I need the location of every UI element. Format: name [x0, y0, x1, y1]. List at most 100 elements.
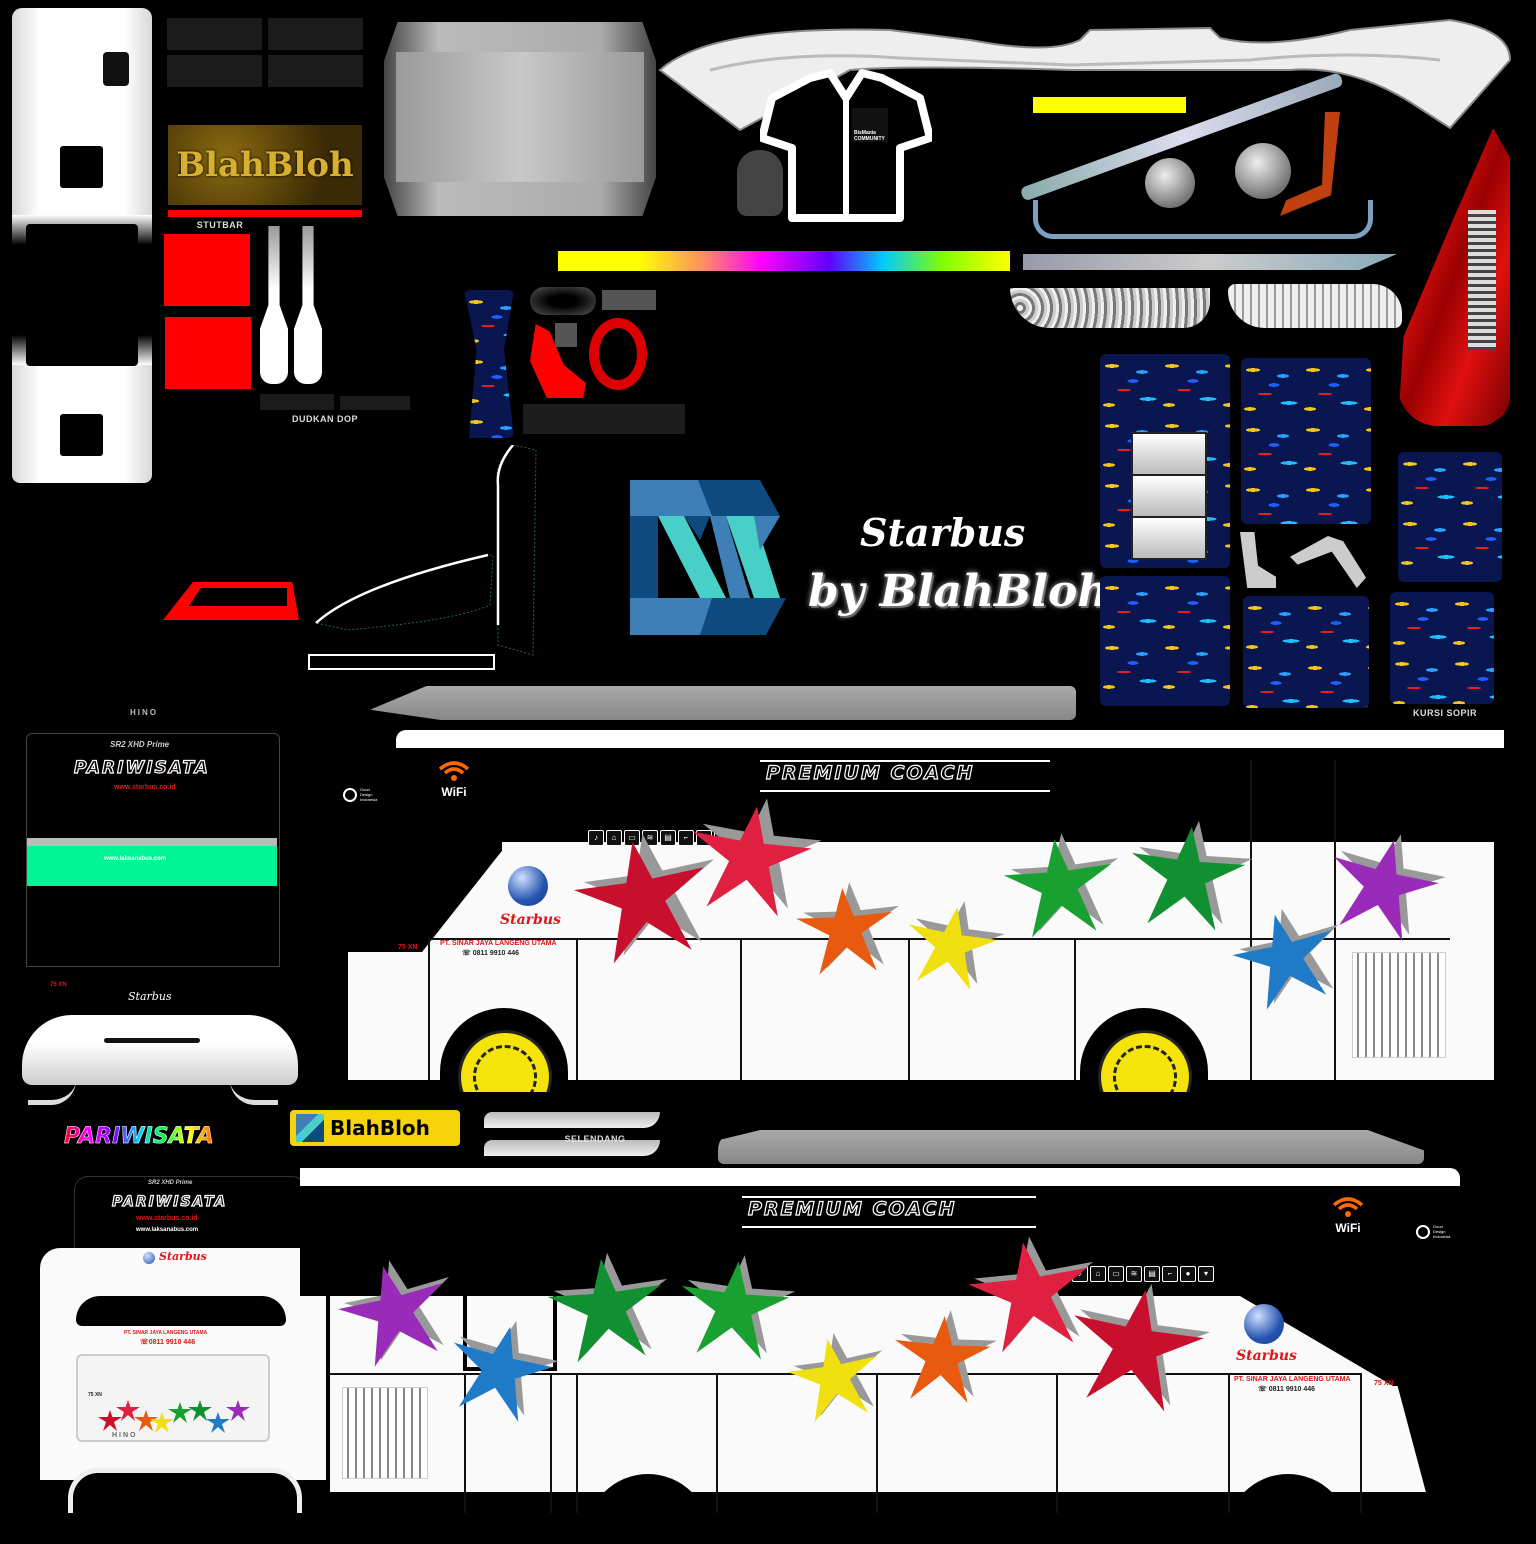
grey-mirror-inner [396, 52, 644, 182]
side-phone: ☏ 0811 9910 446 [462, 949, 519, 957]
panel-line [428, 938, 430, 1080]
driver-seat-fabric [1390, 592, 1494, 704]
side-roof-grey-top [370, 686, 1076, 720]
side-roof-white [396, 730, 1504, 748]
seat-fabric [1243, 596, 1369, 708]
chrome-bar [1023, 254, 1397, 270]
premium-coach-sign-box-2 [742, 1196, 1036, 1228]
blahbloh-sticker-text: BlahBloh [330, 1116, 430, 1140]
starbus-globe-logo-2 [1244, 1304, 1284, 1344]
armrest-icon [1290, 536, 1366, 588]
front-bumper-lower-left [28, 1080, 76, 1105]
rear-model-badge: SR2 XHD Prime [148, 1180, 193, 1186]
star-icon [794, 878, 904, 977]
wifi-icon [1332, 1197, 1364, 1217]
front-grille-slot [104, 1038, 200, 1043]
panel-line [576, 1373, 578, 1513]
seat-fabric [1100, 576, 1230, 706]
meal-icon: ● [1180, 1266, 1196, 1282]
side-plate-code: 75 XN [398, 944, 418, 951]
seat-cushion-fabric [1241, 358, 1371, 524]
phone-icon: ☏ [462, 950, 473, 957]
karaoke-icon: ♪ [588, 830, 604, 846]
star-icon [1318, 821, 1454, 946]
toilet-icon: ⌂ [606, 830, 622, 846]
front-bumper-lower-right [230, 1080, 278, 1105]
dark-tile [167, 18, 262, 50]
side-window-outline [308, 445, 537, 670]
rear-website-red: www.starbus.co.id [136, 1215, 198, 1222]
ac-icon: ▤ [660, 830, 676, 846]
side-phone-number: 0811 9910 446 [472, 950, 520, 957]
blahbloh-banner: BlahBloh [168, 125, 362, 205]
rear-engine-lid [76, 1354, 270, 1442]
star-icon [963, 1228, 1104, 1356]
hubcap-yellow [458, 1030, 552, 1093]
gauge-housing [530, 287, 596, 315]
side-wifi-badge: WiFi [434, 760, 474, 799]
front-brand-top: HINO [130, 708, 158, 717]
star-icon [570, 822, 728, 969]
kursi-sopir-label: KURSI SOPIR [1412, 708, 1477, 718]
seat-tray-slot [1131, 432, 1207, 476]
dudkan-dop-label: DUDKAN DOP [291, 414, 358, 424]
rainbow-strip [558, 251, 1010, 271]
rear-route-sign: PARIWISATA [111, 1193, 228, 1210]
side2-wifi-badge: WiFi [1328, 1196, 1368, 1235]
ac-icon: ▤ [1144, 1266, 1160, 1282]
yellow-bar [1033, 97, 1186, 113]
starbus-globe-logo [508, 866, 548, 906]
cap-icon [737, 150, 783, 216]
front-chrome-strip [27, 838, 277, 846]
red-panel [164, 234, 250, 306]
side-company-name: PT. SINAR JAYA LANGENG UTAMA [440, 940, 557, 947]
good-design-text: Design [1433, 1229, 1446, 1234]
rear-star-row [98, 1400, 250, 1433]
seat-tray-slot [1131, 474, 1207, 518]
wiper-blade [294, 226, 322, 384]
leg-rest-icon: ⌐ [1162, 1266, 1178, 1282]
front-script-name: Starbus [128, 990, 172, 1003]
seat-tray-slot [1131, 516, 1207, 560]
selendang-strip [484, 1112, 660, 1128]
stutbar-label: STUTBAR [196, 220, 244, 230]
star-icon [682, 790, 827, 920]
armrest-icon [1240, 532, 1276, 588]
logo-brand-line2: by BlahBloh [808, 566, 1110, 617]
hubcap-yellow [1098, 1030, 1192, 1093]
side2-roof-white [300, 1168, 1460, 1186]
side-roof-grey-bottom [718, 1130, 1424, 1164]
phone-icon: ☏ [1258, 1386, 1269, 1393]
side-brand-name: Starbus [500, 912, 561, 928]
side2-phone-number: 0811 9910 446 [1268, 1386, 1316, 1393]
rear-plate-code: 75 XN [88, 1392, 102, 1398]
red-frame-inner [189, 588, 287, 606]
rear-company-name: PT. SINAR JAYA LANGENG UTAMA [124, 1330, 208, 1336]
panel-line [464, 1373, 466, 1513]
panel-line [876, 1373, 878, 1513]
side2-plate-code: 75 XN [1374, 1380, 1394, 1387]
front-bumper-shape [658, 18, 1512, 132]
star-icon [544, 1246, 675, 1365]
panel-line [716, 1373, 718, 1513]
roof-vent [103, 52, 129, 86]
front-bumper [22, 1015, 298, 1085]
rear-brand-bottom: HINO [112, 1432, 138, 1439]
blahbloh-mini-logo-icon [296, 1114, 324, 1142]
dark-step [523, 404, 685, 434]
front-plate-code: 75 XN [50, 982, 67, 988]
tail-lamp-reflector [1468, 210, 1496, 350]
good-design-text: Good [360, 787, 370, 792]
blahbloh-banner-text: BlahBloh [176, 145, 354, 185]
side-good-design-logo: Good Design Indonesia [343, 787, 377, 802]
dark-tile [167, 55, 262, 87]
rear-brand-name: Starbus [159, 1250, 207, 1263]
front-model-badge: SR2 XHD Prime [110, 740, 170, 749]
wifi-icon [438, 761, 470, 781]
stutbar-red-strip [168, 210, 362, 217]
coffee-icon: ▾ [1198, 1266, 1214, 1282]
side2-phone: ☏ 0811 9910 446 [1258, 1385, 1315, 1393]
shirt-icon: BisMania COMMUNITY [758, 68, 934, 230]
rear-upper-black [74, 1176, 306, 1254]
panel-line [1056, 1373, 1058, 1513]
